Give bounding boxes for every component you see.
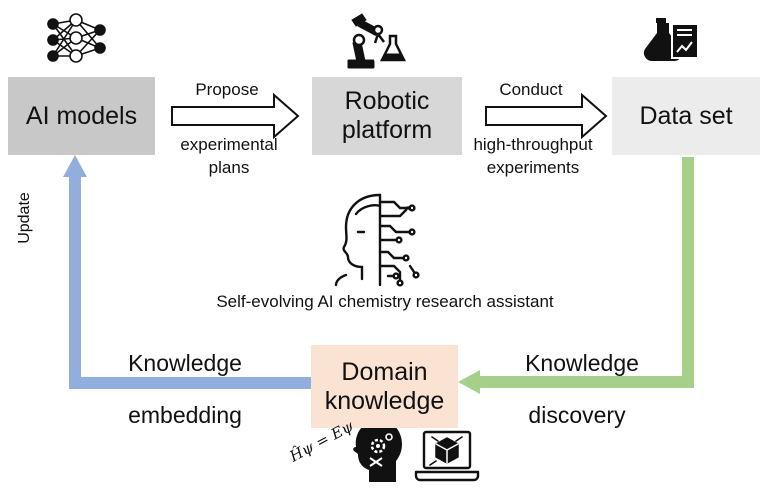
knowledge-left-label: Knowledge	[128, 350, 242, 376]
domain-label-line2: knowledge	[324, 386, 445, 415]
data-set-box: Data set	[612, 77, 760, 155]
assistant-caption: Self-evolving AI chemistry research assi…	[216, 292, 554, 311]
ai-models-box: AI models	[8, 77, 155, 155]
lab-report-icon	[643, 18, 699, 62]
robotic-arm-icon	[347, 13, 407, 69]
embedding-label: embedding	[128, 402, 242, 428]
knowledge-right-label: Knowledge	[525, 350, 639, 376]
domain-label-line1: Domain	[341, 357, 428, 386]
laptop-molecule-icon	[414, 430, 480, 482]
neural-network-icon	[47, 13, 106, 63]
experimental-label: experimental	[180, 135, 278, 154]
conduct-label: Conduct	[499, 80, 563, 99]
propose-arrow	[171, 92, 300, 140]
domain-knowledge-box: Domain knowledge	[311, 345, 458, 428]
robotic-label-line1: Robotic	[344, 87, 430, 116]
data-set-label: Data set	[639, 101, 733, 130]
ai-models-label: AI models	[25, 101, 138, 130]
update-arrow	[63, 155, 311, 389]
conduct-arrow	[485, 92, 608, 140]
plans-label: plans	[208, 158, 250, 177]
update-label: Update	[16, 192, 33, 244]
robotic-platform-box: Robotic platform	[312, 77, 462, 155]
android-head-icon	[334, 193, 420, 287]
human-head-gears-icon	[353, 420, 402, 482]
high-throughput-label: high-throughput	[473, 135, 593, 154]
discovery-label: discovery	[528, 402, 626, 428]
experiments-label: experiments	[486, 158, 580, 177]
propose-label: Propose	[195, 80, 259, 99]
discovery-arrow	[458, 157, 694, 394]
robotic-label-line2: platform	[341, 116, 433, 144]
